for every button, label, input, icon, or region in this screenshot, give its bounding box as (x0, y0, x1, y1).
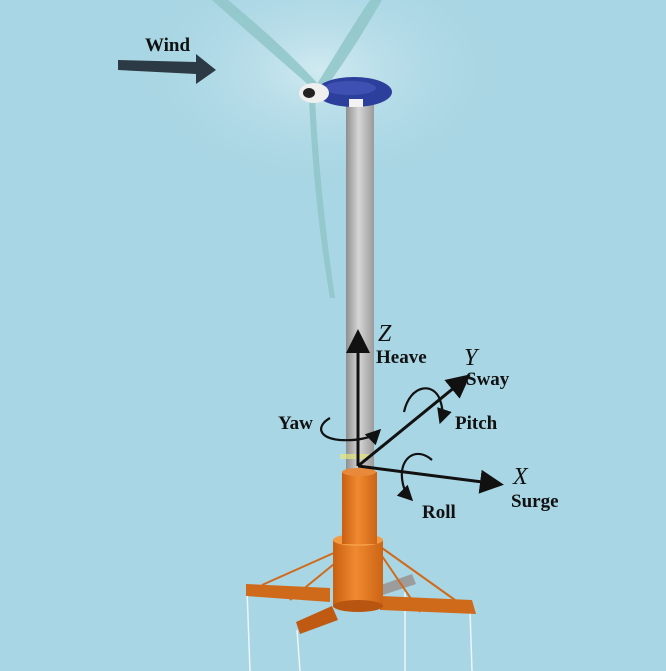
wind-arrow (118, 54, 216, 84)
rotor-blades (212, 0, 382, 298)
roll-label: Roll (422, 502, 456, 523)
x-axis-arrow (357, 464, 504, 494)
x-axis-label: X (513, 464, 528, 490)
yaw-label: Yaw (278, 413, 313, 434)
wind-label: Wind (145, 35, 191, 56)
upper-right-blade (316, 0, 382, 90)
sway-label: Sway (466, 369, 510, 390)
tower (346, 104, 374, 476)
z-axis-label: Z (378, 321, 392, 347)
heave-label: Heave (376, 347, 427, 368)
coordinate-axes (320, 329, 504, 502)
yaw-rotation-arrow (320, 417, 382, 446)
roll-rotation-arrow (396, 452, 433, 502)
y-axis-arrow (357, 374, 471, 468)
y-axis-label: Y (464, 345, 478, 371)
upper-left-blade (212, 0, 318, 88)
pitch-rotation-arrow (402, 387, 452, 425)
floating-platform (246, 454, 476, 671)
surge-label: Surge (511, 491, 559, 512)
lower-blade (309, 98, 335, 298)
nacelle (299, 77, 392, 107)
pitch-label: Pitch (455, 413, 498, 434)
